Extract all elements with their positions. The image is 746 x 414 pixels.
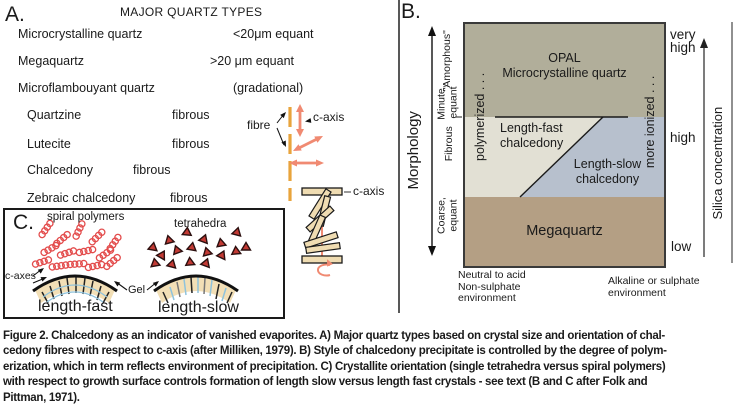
panel-a-title: MAJOR QUARTZ TYPES [120, 5, 263, 19]
opal-label: OPAL [548, 51, 581, 65]
panel-b-graphics [428, 22, 733, 268]
panel-a-label: A. [5, 3, 25, 26]
panel-c-graphics [3, 208, 285, 319]
panel-c-label: C. [13, 211, 34, 234]
morphology-category-fibrous: Fibrous [443, 126, 456, 162]
quartz-type-desc: fibrous [170, 191, 208, 205]
fibre-label: fibre [247, 118, 271, 132]
quartz-type-name: Lutecite [27, 137, 71, 151]
megaquartz-region [464, 197, 665, 267]
quartz-type-name: Chalcedony [27, 163, 94, 177]
caption-line: Figure 2. Chalcedony as an indicator of … [3, 330, 665, 342]
morphology-category-coarse-equant: Coarse, equant [435, 197, 459, 234]
environment-right-label: Alkaline or sulphate environment [608, 275, 700, 299]
quartz-type-desc: fibrous [172, 108, 210, 122]
rotation-arrow-icon [316, 259, 333, 277]
caption-line: with respect to growth surface controls … [3, 376, 648, 389]
spiral-polymers-label: spiral polymers [47, 211, 125, 223]
length-slow-label: length-slow [158, 299, 239, 316]
megaquartz-label: Megaquartz [526, 223, 603, 239]
fibre-c-axis-diagram [276, 104, 351, 277]
length-slow-region [520, 117, 665, 197]
silica-axis-arrow [700, 38, 708, 257]
length-fast-fan [32, 274, 118, 304]
length-fast-label: length-fast [38, 298, 113, 315]
environment-left-label: Neutral to acid Non-sulphate environment [458, 269, 526, 304]
c-axis-horizontal-arrow-icon [289, 159, 324, 167]
length-slow-chalcedony-label: Length-slow chalcedony [573, 157, 642, 186]
c-axis-vertical-arrow-icon [296, 104, 304, 137]
quartz-type-desc: <20μm equant [233, 27, 314, 41]
length-fast-chalcedony-label: Length-fast chalcedony [500, 121, 564, 150]
length-slow-fan [153, 274, 239, 304]
c-axis-label-zebraic: c-axis [353, 184, 385, 198]
caption-line: cedony fibres with respect to c-axis (af… [3, 345, 667, 358]
morphology-axis-title: Morphology [404, 111, 422, 190]
microcrystalline-quartz-label: Microcrystalline quartz [502, 66, 627, 80]
caption-line: erization, which in term reflects enviro… [3, 360, 666, 373]
caption-line: Pittman, 1971). [3, 391, 80, 404]
silica-axis-title: Silica concentration [709, 106, 725, 220]
panel-b-label: B. [401, 0, 421, 23]
quartz-type-desc: fibrous [172, 137, 210, 151]
c-axis-label: c-axis [313, 110, 345, 124]
panel-b-box-border [463, 22, 666, 268]
silica-level-high: high [670, 130, 696, 145]
quartz-type-desc: >20 μm equant [210, 54, 294, 68]
figure-caption: Figure 2. Chalcedony as an indicator of … [3, 329, 745, 406]
quartz-type-name: Zebraic chalcedony [27, 191, 136, 205]
morphology-axis-arrow [428, 26, 436, 256]
fibre-pointer-arrows [276, 113, 285, 146]
quartz-type-name: Microcrystalline quartz [18, 27, 143, 41]
opal-region [464, 23, 665, 117]
quartz-type-name: Megaquartz [18, 54, 85, 68]
zebraic-helix-icon [301, 187, 351, 277]
quartz-type-name: Microflambouyant quartz [18, 81, 155, 95]
tetrahedra-label: tetrahedra [174, 218, 227, 230]
c-axis-diagonal-arrow-icon [291, 132, 325, 155]
silica-level-very-high: very high [670, 27, 696, 55]
silica-level-low: low [671, 239, 692, 254]
quartz-type-desc: (gradational) [233, 81, 304, 95]
quartz-type-name: Quartzine [27, 108, 82, 122]
gel-label: Gel [128, 284, 146, 296]
fast-slow-diagonal-boundary [519, 116, 604, 198]
c-axes-label: c-axes [5, 270, 36, 282]
quartz-type-desc: fibrous [133, 163, 171, 177]
